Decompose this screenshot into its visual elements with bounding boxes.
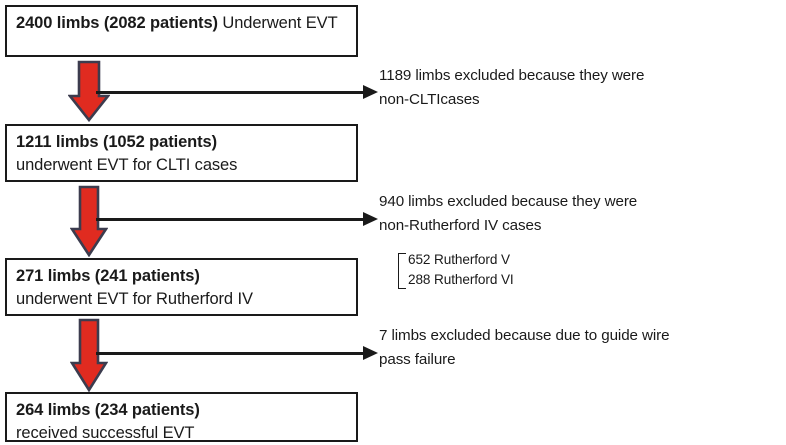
flow-box-enrolled: 2400 limbs (2082 patients) Underwent EVT: [5, 5, 358, 57]
bracket-icon: [398, 253, 406, 289]
exclusion-arrow-3: [96, 346, 378, 360]
exclusion-arrow-2: [96, 212, 378, 226]
rutherford-breakdown-items: 652 Rutherford V 288 Rutherford VI: [408, 250, 514, 292]
down-arrow-icon-1: [68, 60, 110, 122]
flow-box-clti: 1211 limbs (1052 patients) underwent EVT…: [5, 124, 358, 182]
flow-box-success-line2: received successful EVT: [16, 424, 195, 442]
exclusion-note-non-clti: 1189 limbs excluded because they were no…: [379, 64, 644, 112]
down-arrow-icon-3: [70, 318, 108, 392]
arrow-shaft: [96, 90, 363, 94]
arrow-head: [363, 212, 378, 226]
exclusion-note-non-rutherford: 940 limbs excluded because they were non…: [379, 190, 637, 238]
arrow-shaft: [96, 217, 363, 221]
exclusion-note-guidewire: 7 limbs excluded because due to guide wi…: [379, 324, 670, 372]
exclusion-note-non-rutherford-line1: 940 limbs excluded because they were: [379, 193, 638, 210]
flow-box-enrolled-line2: Underwent EVT: [222, 14, 338, 32]
down-arrow-icon-2: [70, 185, 108, 257]
flow-box-clti-line2: underwent EVT for CLTI cases: [16, 156, 238, 174]
exclusion-note-non-clti-line1: 1189 limbs excluded because they were: [379, 67, 645, 84]
arrow-shaft: [96, 351, 363, 355]
rutherford-vi-count: 288 Rutherford VI: [408, 272, 514, 287]
exclusion-note-guidewire-line2: pass failure: [379, 351, 456, 368]
flow-box-success-line1: 264 limbs (234 patients): [16, 401, 200, 419]
rutherford-v-count: 652 Rutherford V: [408, 252, 510, 267]
exclusion-note-non-clti-line2: non-CLTIcases: [379, 91, 480, 108]
exclusion-note-guidewire-line1: 7 limbs excluded because due to guide wi…: [379, 327, 670, 344]
flow-box-rutherford4-line1: 271 limbs (241 patients): [16, 267, 200, 285]
flow-box-rutherford4-line2: underwent EVT for Rutherford IV: [16, 290, 253, 308]
flow-box-clti-line1: 1211 limbs (1052 patients): [16, 133, 217, 151]
rutherford-breakdown-group: 652 Rutherford V 288 Rutherford VI: [398, 250, 514, 292]
flow-box-enrolled-line1: 2400 limbs (2082 patients): [16, 14, 218, 32]
flow-box-rutherford4: 271 limbs (241 patients) underwent EVT f…: [5, 258, 358, 316]
exclusion-arrow-1: [96, 85, 378, 99]
arrow-head: [363, 85, 378, 99]
exclusion-note-non-rutherford-line2: non-Rutherford IV cases: [379, 217, 542, 234]
flow-box-success: 264 limbs (234 patients) received succes…: [5, 392, 358, 442]
arrow-head: [363, 346, 378, 360]
